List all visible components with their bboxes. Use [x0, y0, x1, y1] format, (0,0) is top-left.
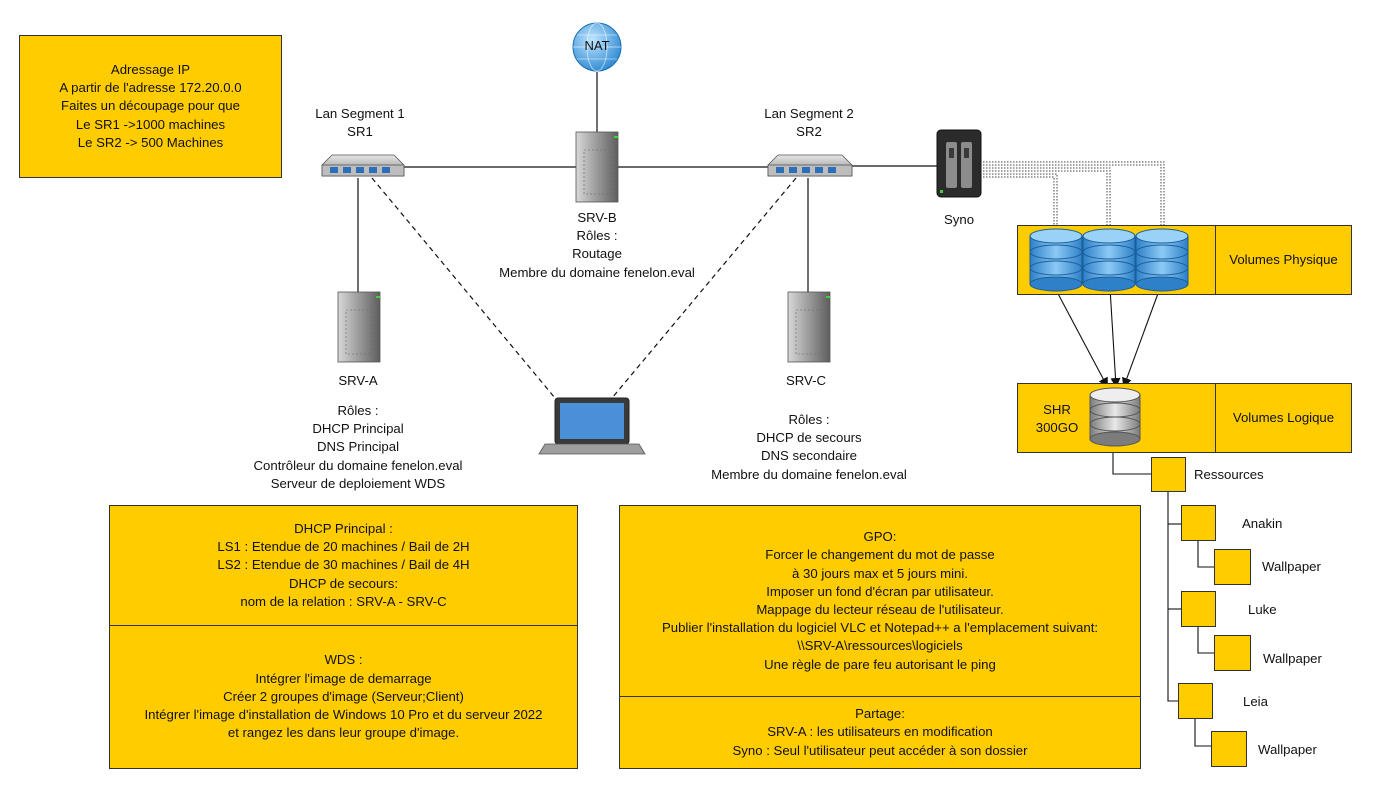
shr-label: SHR 300GO: [1035, 402, 1079, 436]
folder-anakin-wallpaper-label: Wallpaper: [1262, 559, 1321, 574]
link-sw1-laptop: [371, 177, 556, 399]
volumes-physique-label-cell: Volumes Physique: [1215, 225, 1352, 295]
folder-ressources-icon: [1151, 457, 1186, 492]
link-sw2-laptop: [611, 177, 797, 399]
addressing-box: Adressage IP A partir de l'adresse 172.2…: [19, 35, 282, 178]
srv-a-name: SRV-A: [338, 373, 378, 388]
folder-anakin-wallpaper-icon: [1214, 549, 1251, 585]
server-srv-a-icon: [337, 291, 381, 363]
connections: [357, 72, 937, 399]
folder-anakin-icon: [1181, 505, 1216, 541]
logical-disk-icon: [1089, 387, 1141, 447]
tree-connectors: [1112, 448, 1214, 747]
folder-leia-wallpaper-label: Wallpaper: [1258, 742, 1317, 757]
server-srv-b-icon: [575, 131, 619, 203]
syno-disk-links: [983, 161, 1165, 230]
folder-leia-icon: [1178, 683, 1213, 719]
lan-segment-1-label: Lan Segment 1 SR1: [315, 106, 405, 140]
srv-a-roles: Rôles : DHCP Principal DNS Principal Con…: [253, 403, 463, 491]
nat-icon: [572, 22, 622, 72]
folder-luke-label: Luke: [1248, 602, 1277, 617]
wds-box: WDS : Intégrer l'image de demarrage Crée…: [109, 625, 578, 769]
partage-box: Partage: SRV-A : les utilisateurs en mod…: [619, 696, 1141, 769]
switch-sr1-icon: [321, 154, 405, 177]
folder-luke-icon: [1181, 591, 1216, 627]
folder-leia-wallpaper-icon: [1211, 731, 1247, 767]
dhcp-box: DHCP Principal : LS1 : Etendue de 20 mac…: [109, 505, 578, 626]
gpo-box: GPO: Forcer le changement du mot de pass…: [619, 505, 1141, 697]
volumes-logique-label: Volumes Logique: [1232, 409, 1335, 425]
server-srv-c-icon: [787, 291, 831, 363]
volumes-physique-label: Volumes Physique: [1229, 251, 1338, 267]
physical-disk-2-icon: [1082, 228, 1136, 292]
physical-disk-1-icon: [1029, 228, 1083, 292]
lan-segment-2-label: Lan Segment 2 SR2: [764, 106, 854, 140]
srv-c-roles: Rôles : DHCP de secours DNS secondaire M…: [711, 412, 907, 482]
syno-label: Syno: [943, 212, 975, 227]
nat-label: NAT: [584, 38, 609, 53]
physical-disk-3-icon: [1135, 228, 1189, 292]
disk-arrows: [1054, 287, 1161, 388]
switch-sr2-icon: [767, 154, 853, 177]
folder-anakin-label: Anakin: [1242, 516, 1283, 531]
srv-b-label: SRV-B Rôles : Routage Membre du domaine …: [499, 210, 695, 280]
laptop-icon: [538, 397, 646, 455]
folder-ressources-label: Ressources: [1194, 467, 1264, 482]
volumes-logique-label-cell: Volumes Logique: [1215, 383, 1352, 453]
syno-nas-icon: [936, 129, 982, 198]
folder-luke-wallpaper-label: Wallpaper: [1263, 651, 1322, 666]
srv-c-name: SRV-C: [785, 373, 827, 388]
folder-leia-label: Leia: [1243, 694, 1268, 709]
folder-luke-wallpaper-icon: [1214, 635, 1251, 671]
